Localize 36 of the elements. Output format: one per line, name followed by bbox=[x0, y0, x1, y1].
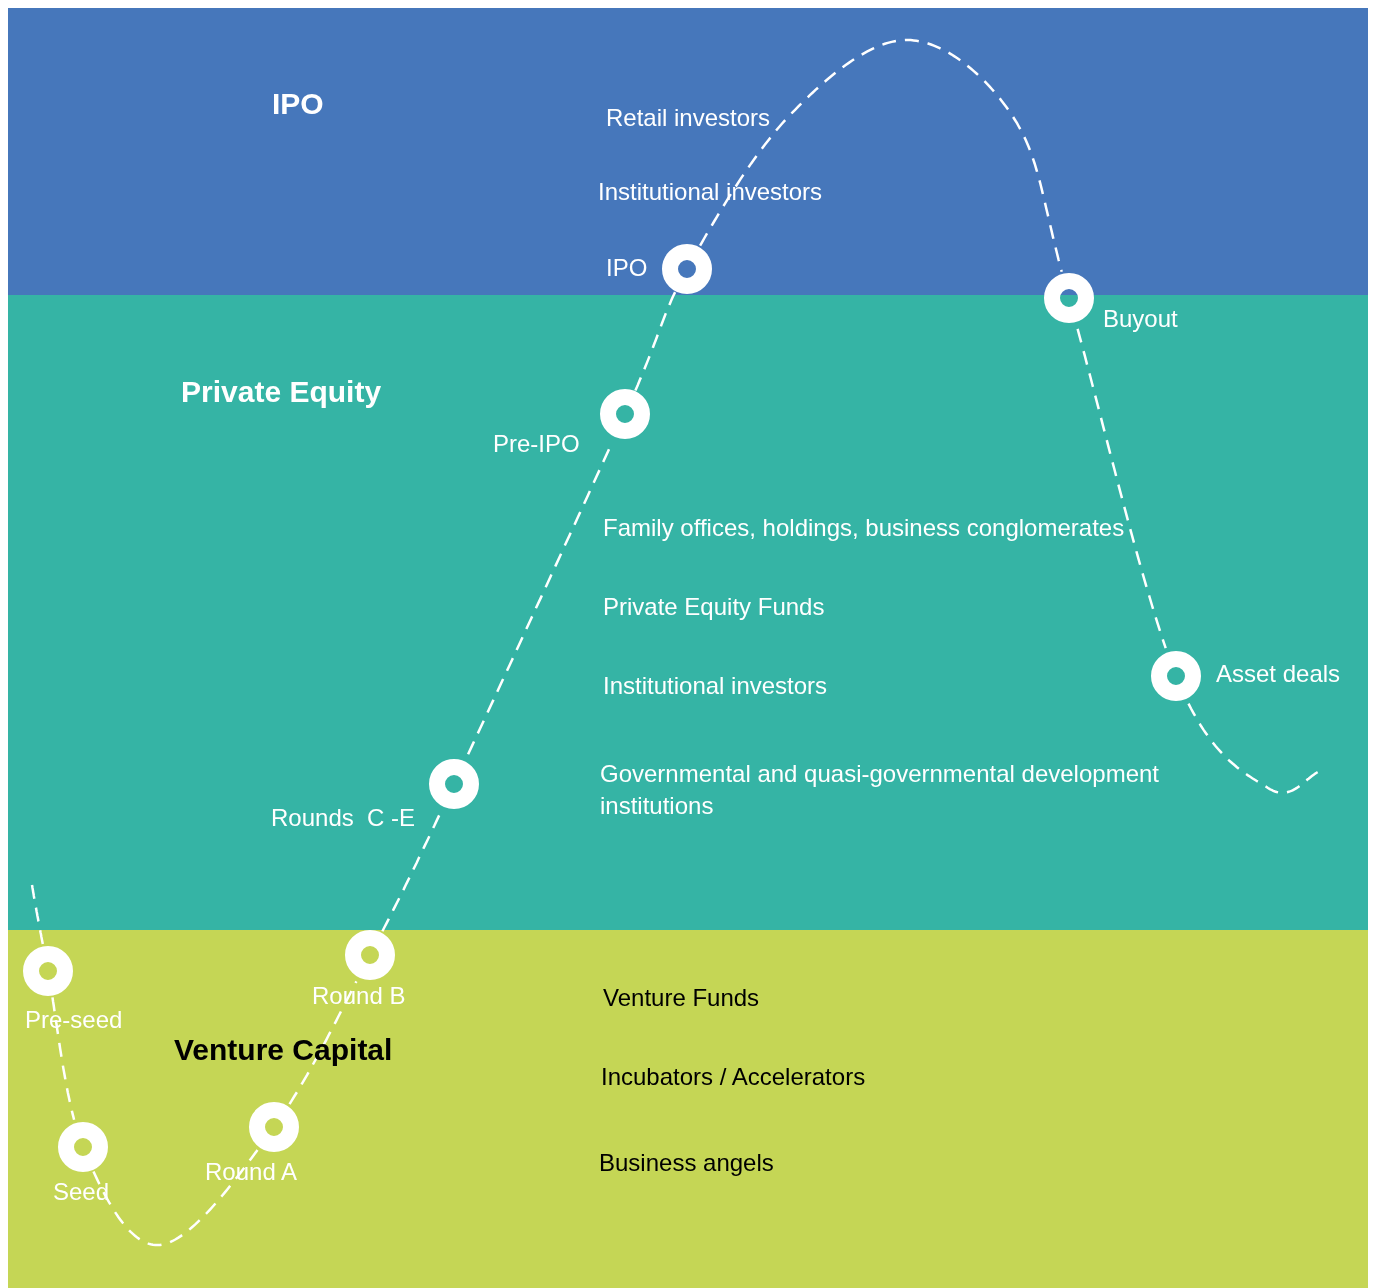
dashed-curve bbox=[92, 1149, 259, 1247]
investor-type: Institutional investors bbox=[603, 671, 829, 701]
stage-band bbox=[8, 295, 1368, 930]
investor-type: Family offices, holdings, business conglomerates bbox=[603, 513, 1126, 543]
ring-marker bbox=[249, 1102, 299, 1152]
stage-label: Buyout bbox=[1103, 305, 1178, 333]
band-heading: Private Equity bbox=[181, 374, 383, 410]
dashed-curve bbox=[1076, 328, 1167, 649]
ring-marker bbox=[1151, 651, 1201, 701]
stage-label: Rounds C -E bbox=[271, 804, 416, 832]
ring-marker bbox=[1044, 273, 1094, 323]
dashed-curve bbox=[30, 884, 45, 945]
investor-type: Private Equity Funds bbox=[603, 592, 826, 622]
investor-type: Incubators / Accelerators bbox=[601, 1062, 867, 1092]
ring-marker bbox=[600, 389, 650, 439]
band-heading: IPO bbox=[272, 86, 325, 122]
stage-label: Seed bbox=[53, 1178, 110, 1206]
investor-type: Venture Funds bbox=[603, 983, 761, 1013]
ring-marker bbox=[345, 930, 395, 980]
dashed-curve bbox=[699, 38, 1063, 272]
band-heading: Venture Capital bbox=[174, 1032, 394, 1068]
investor-type: Business angels bbox=[599, 1148, 775, 1178]
dashed-curve bbox=[634, 291, 677, 391]
dashed-curve bbox=[51, 997, 76, 1120]
stage-label: IPO bbox=[606, 254, 648, 282]
stage-label: Asset deals bbox=[1216, 660, 1341, 688]
stage-band bbox=[8, 930, 1368, 1288]
stage-band bbox=[8, 8, 1368, 295]
investor-type: Institutional investors bbox=[598, 177, 824, 207]
investor-type: Retail investors bbox=[606, 103, 772, 133]
investor-type: Governmental and quasi-governmental development institutions bbox=[600, 759, 1160, 821]
stage-label: Pre-seed bbox=[25, 1006, 123, 1034]
ring-marker bbox=[23, 946, 73, 996]
stage-label: Pre-IPO bbox=[493, 430, 580, 458]
ring-marker bbox=[58, 1122, 108, 1172]
ring-marker bbox=[429, 759, 479, 809]
